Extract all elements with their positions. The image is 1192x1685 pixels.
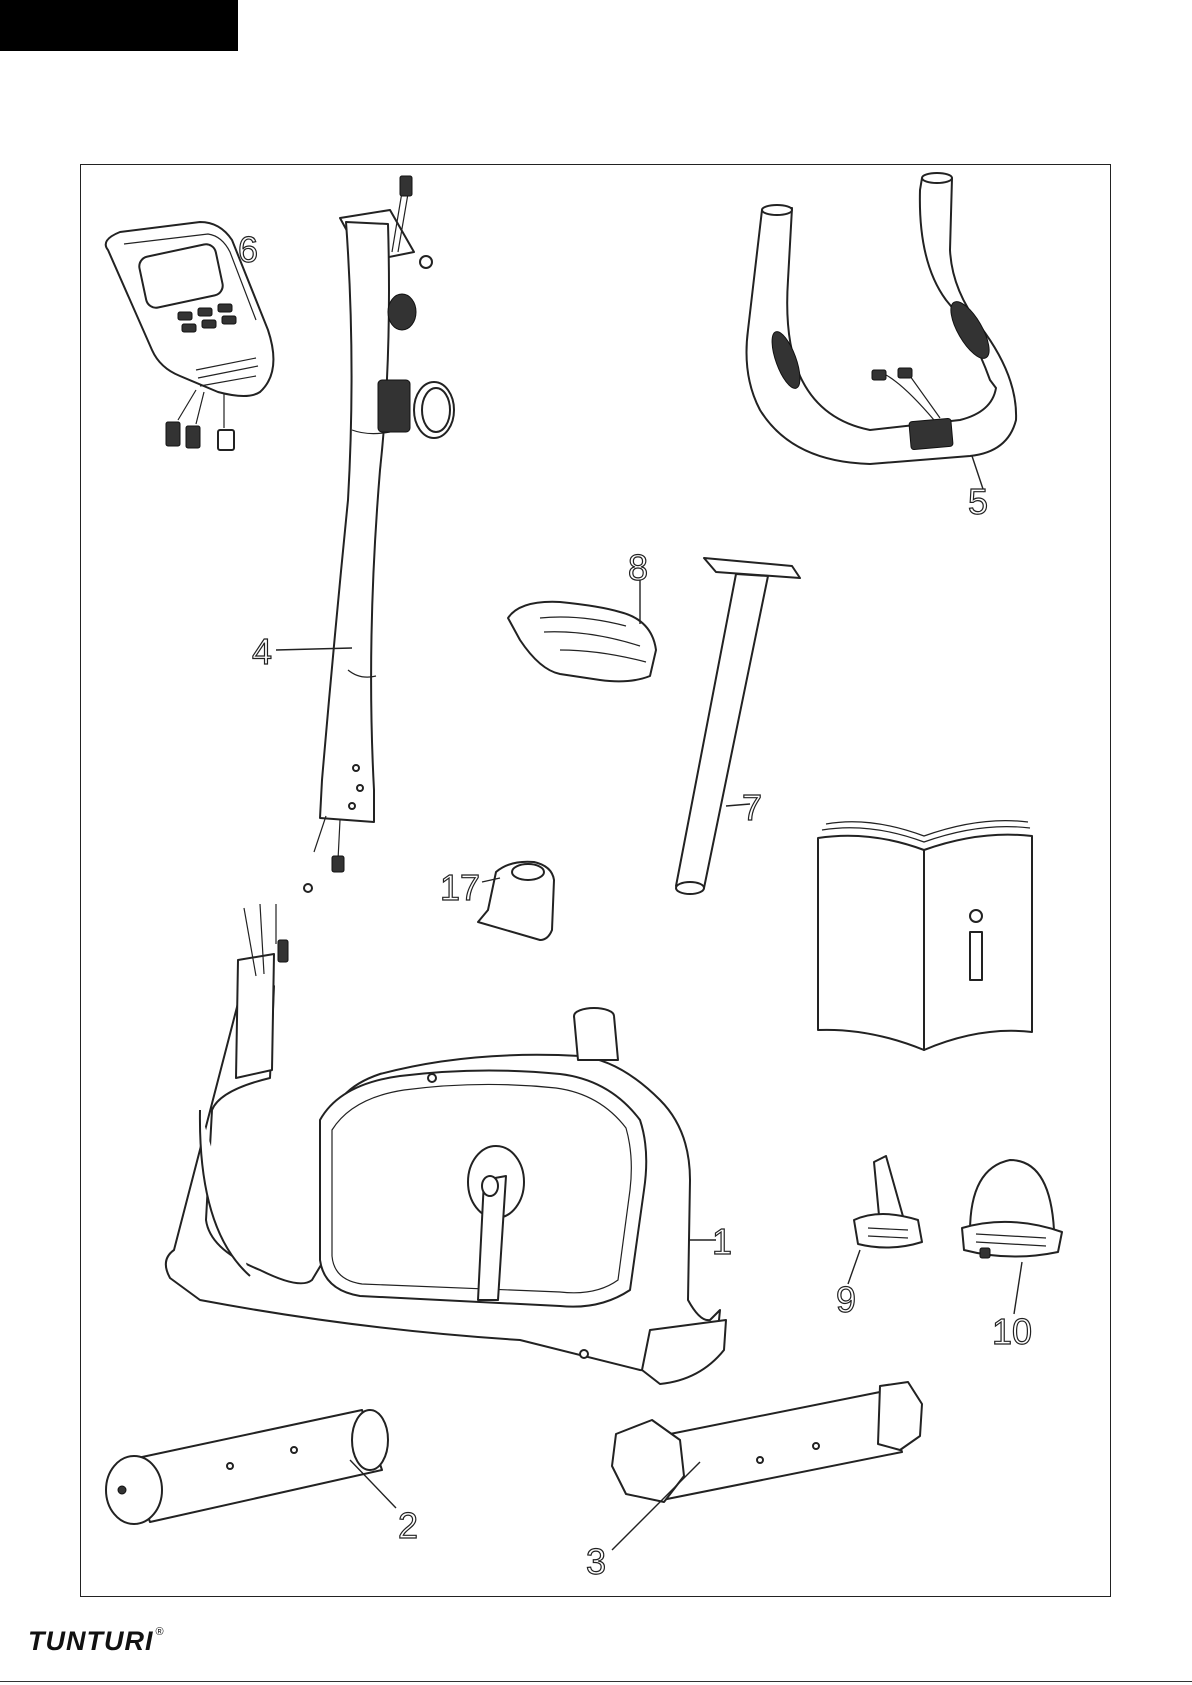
callout-6: 6: [238, 229, 258, 270]
callout-7: 7: [742, 787, 762, 828]
part-7-seat-post: [676, 558, 800, 894]
callout-8: 8: [628, 547, 648, 588]
callout-10: 10: [992, 1311, 1032, 1352]
part-5-handlebar: [747, 173, 1017, 492]
part-3-front-stabilizer: [612, 1382, 922, 1550]
callout-3: 3: [586, 1541, 606, 1582]
callout-4: 4: [252, 631, 272, 672]
bottom-rule: [0, 1681, 1192, 1682]
callout-9: 9: [836, 1279, 856, 1320]
part-17-cap: [478, 862, 554, 940]
manual-booklet: [818, 821, 1032, 1050]
callout-1: 1: [712, 1221, 732, 1262]
part-2-rear-stabilizer: [106, 1410, 396, 1524]
callout-2: 2: [398, 1505, 418, 1546]
part-1-main-frame: [166, 904, 726, 1384]
registered-mark: ®: [155, 1626, 164, 1638]
part-10-pedal: [962, 1160, 1062, 1314]
part-8-seat: [508, 580, 656, 681]
callout-5: 5: [968, 481, 988, 522]
callout-17: 17: [440, 867, 480, 908]
tunturi-logo: TUNTURI®: [28, 1626, 165, 1657]
part-9-pedal: [848, 1156, 922, 1284]
part-4-handlebar-post: [276, 176, 454, 892]
brand-name: TUNTURI: [28, 1626, 153, 1656]
